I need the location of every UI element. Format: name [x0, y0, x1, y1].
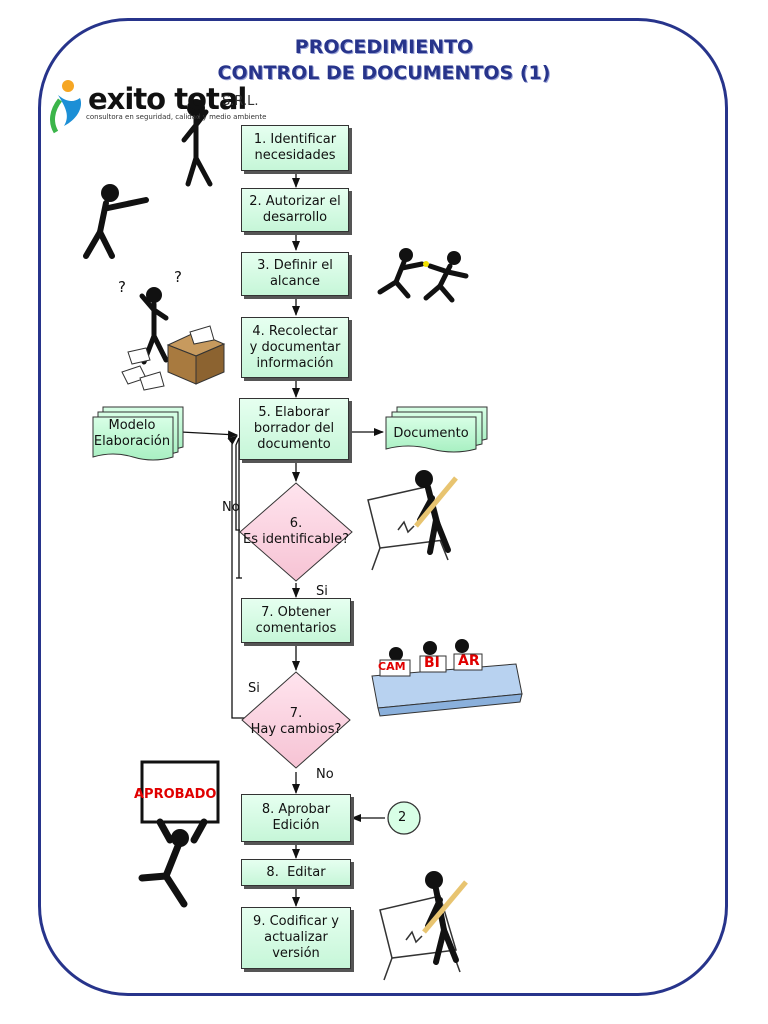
pointing-figure-icon	[83, 184, 149, 259]
step-5-line-1: 5. Elaborar	[258, 405, 330, 420]
aprobado-sign-text: APROBADO	[134, 787, 217, 802]
decision-7-yes-label: Si	[248, 681, 260, 696]
logo-name: exito total	[88, 82, 247, 116]
logo-figure-icon	[50, 80, 82, 134]
running-figures-icon	[377, 248, 469, 303]
logo-suffix: S.R.L.	[222, 94, 259, 109]
step-9-line-3: versión	[272, 946, 320, 961]
decision-6-yes-label: Si	[316, 584, 328, 599]
decision-6-diamond	[239, 482, 353, 582]
thinking-figure-icon	[181, 99, 213, 187]
meeting-sign-3: AR	[458, 653, 480, 669]
easel-figure-icon	[367, 470, 458, 571]
flow-connectors	[180, 173, 385, 907]
confused-figure-box-icon: ? ?	[118, 268, 226, 391]
step-1-line-2: necesidades	[254, 148, 336, 163]
meeting-table-icon	[371, 639, 523, 717]
step-4-line-1: 4. Recolectar	[252, 323, 338, 339]
document-output-text: Documento	[386, 426, 476, 442]
step-5-line-3: documento	[257, 437, 331, 452]
step-9-line-1: 9. Codificar y	[253, 914, 339, 929]
step-7-line-2: comentarios	[255, 620, 337, 636]
easel-figure-lower-icon	[379, 871, 468, 981]
title-line-1: PROCEDIMIENTO	[294, 36, 474, 58]
step-1-line-1: 1. Identificar	[253, 132, 337, 147]
decision-7-text: 7.Hay cambios?	[238, 706, 354, 738]
step-4-line-3: información	[256, 355, 334, 371]
step-8a-line-2: Edición	[272, 818, 320, 833]
decision-7-question: Hay cambios?	[250, 722, 342, 737]
decision-6-no-label: No	[222, 500, 240, 515]
step-3-line-1: 3. Definir el	[257, 258, 333, 273]
decision-6-number: 6.	[289, 516, 303, 531]
step-8b-line-1: 8. Editar	[266, 864, 326, 880]
document-input-line-2: Elaboración	[93, 434, 171, 449]
document-output-shape	[385, 406, 488, 453]
rounded-page-frame	[38, 18, 728, 996]
step-7-line-1: 7. Obtener	[261, 604, 331, 620]
meeting-sign-1: CAM	[378, 660, 406, 673]
decision-7-number: 7.	[289, 706, 303, 721]
step-8-editar: 8. Editar	[241, 859, 351, 886]
connector-2-label: 2	[398, 810, 407, 825]
step-4-line-2: y documentar	[249, 339, 341, 355]
logo-tagline: consultora en seguridad, calidad y medio…	[86, 113, 267, 121]
decision-7-no-label: No	[316, 767, 334, 782]
svg-text:?: ?	[118, 278, 126, 296]
document-input-line-1: Modelo	[108, 418, 156, 433]
connector-2-circle	[387, 801, 421, 835]
step-8a-line-1: 8. Aprobar	[261, 802, 331, 817]
step-5-line-2: borrador del	[253, 421, 335, 436]
document-output-line-1: Documento	[393, 426, 469, 441]
svg-text:?: ?	[174, 268, 182, 286]
meeting-sign-2: BI	[424, 655, 440, 671]
title-line-2: CONTROL DE DOCUMENTOS (1)	[217, 62, 551, 84]
step-3-line-2: alcance	[269, 274, 321, 289]
decision-6-question: Es identificable?	[243, 532, 349, 547]
decision-6-text: 6.Es identificable?	[236, 516, 356, 548]
step-2-line-1: 2. Autorizar el	[249, 194, 341, 209]
document-input-shape	[92, 406, 184, 461]
approved-figure-icon	[138, 760, 220, 908]
decision-7-diamond	[241, 671, 351, 769]
step-2-line-2: desarrollo	[262, 210, 328, 225]
step-9-line-2: actualizar	[264, 930, 328, 945]
